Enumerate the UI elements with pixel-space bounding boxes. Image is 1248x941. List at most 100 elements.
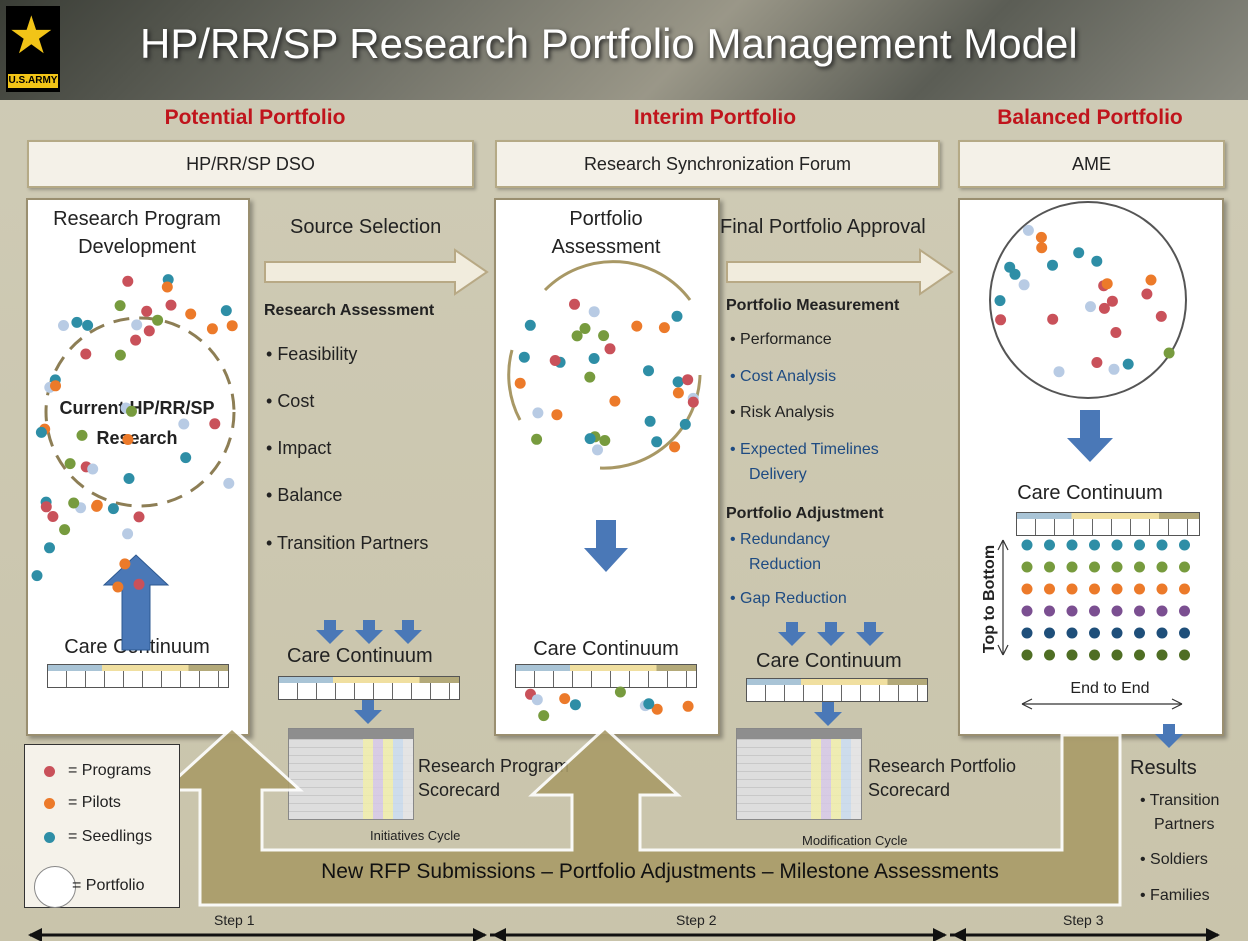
research-dot bbox=[31, 570, 43, 582]
research-dot bbox=[152, 314, 164, 326]
care-table-step1 bbox=[278, 676, 460, 700]
panel1-dashed-circle bbox=[44, 316, 236, 508]
bullet-performance: • Performance bbox=[730, 331, 832, 348]
portfolio-dot bbox=[658, 322, 670, 334]
research-dot bbox=[40, 501, 52, 513]
portfolio-dot bbox=[559, 693, 571, 705]
portfolio-dot bbox=[609, 395, 621, 407]
care-grid-dot bbox=[1179, 539, 1190, 551]
balanced-dot bbox=[1091, 255, 1103, 267]
care-grid-dot bbox=[1021, 583, 1033, 595]
research-dot bbox=[165, 299, 177, 311]
research-assessment-heading: Research Assessment bbox=[264, 302, 435, 319]
portfolio-dot bbox=[672, 387, 684, 399]
step1-down-arrows bbox=[316, 620, 422, 724]
balanced-dot bbox=[1145, 274, 1157, 286]
portfolio-dot bbox=[679, 418, 691, 430]
source-selection-label: Source Selection bbox=[290, 216, 442, 238]
balanced-dot bbox=[1036, 242, 1048, 254]
pilots-dot bbox=[44, 798, 55, 809]
portfolio-dot bbox=[579, 323, 591, 334]
result-partners: Partners bbox=[1154, 816, 1215, 833]
research-dot bbox=[126, 405, 137, 417]
portfolio-dot bbox=[598, 330, 610, 342]
header-banner bbox=[0, 0, 1248, 100]
bullet-impact: • Impact bbox=[266, 438, 332, 458]
care-grid-dot bbox=[1044, 649, 1055, 661]
bullet-delivery: Delivery bbox=[749, 466, 807, 483]
research-dot bbox=[226, 320, 238, 332]
research-dot bbox=[50, 380, 61, 392]
research-dot bbox=[76, 429, 88, 441]
research-dot bbox=[122, 275, 134, 287]
care-grid-dot bbox=[1111, 561, 1123, 573]
research-dot bbox=[122, 434, 134, 445]
care-grid-dot bbox=[1021, 605, 1033, 617]
portfolio-dot bbox=[671, 310, 683, 322]
body-forum: Research Synchronization Forum bbox=[495, 140, 940, 188]
research-dot bbox=[58, 320, 69, 331]
portfolio-dot bbox=[524, 319, 536, 331]
bullet-risk-analysis: • Risk Analysis bbox=[730, 404, 835, 421]
research-dot bbox=[131, 319, 143, 331]
final-approval-label: Final Portfolio Approval bbox=[720, 216, 926, 238]
portfolio-dot bbox=[532, 407, 544, 419]
portfolio-dot bbox=[531, 694, 543, 706]
research-dot bbox=[114, 300, 126, 312]
research-dot bbox=[180, 452, 192, 464]
care-grid-dot bbox=[1156, 627, 1168, 639]
research-portfolio-scorecard-image bbox=[736, 728, 862, 820]
care-grid-dot bbox=[1156, 605, 1168, 617]
research-dot bbox=[123, 473, 135, 484]
legend-portfolio: = Portfolio bbox=[72, 877, 145, 894]
balanced-dot bbox=[1101, 278, 1113, 290]
care-grid-dot bbox=[1066, 561, 1078, 573]
research-dot bbox=[68, 497, 80, 509]
panel2-care: Care Continuum bbox=[533, 638, 679, 660]
research-dot bbox=[220, 305, 232, 317]
portfolio-dot bbox=[592, 444, 603, 456]
care-grid-dot bbox=[1089, 649, 1100, 661]
care-grid-dot bbox=[1179, 627, 1190, 639]
care-grid-dot bbox=[1044, 605, 1055, 617]
research-dot bbox=[130, 334, 142, 346]
care-grid-dot bbox=[1066, 583, 1078, 595]
care-grid-dot bbox=[1066, 539, 1078, 551]
research-dot bbox=[44, 542, 55, 554]
bullet-gap-reduction: • Gap Reduction bbox=[730, 590, 847, 607]
panel3-portfolio-circle bbox=[989, 201, 1187, 399]
portfolio-dot bbox=[682, 700, 694, 712]
research-dot bbox=[185, 308, 197, 320]
care-grid-dot bbox=[1134, 649, 1145, 661]
research-dot bbox=[206, 323, 218, 335]
bullet-feasibility: • Feasibility bbox=[266, 344, 358, 364]
research-dot bbox=[141, 305, 153, 317]
portfolio-adjustment-heading: Portfolio Adjustment bbox=[726, 505, 884, 522]
care-table-1 bbox=[47, 664, 229, 688]
portfolio-measurement-heading: Portfolio Measurement bbox=[726, 297, 900, 314]
balanced-dot bbox=[1053, 366, 1065, 378]
balanced-dot bbox=[1106, 295, 1118, 307]
result-transition: • Transition bbox=[1140, 792, 1220, 809]
balanced-dot bbox=[1110, 327, 1122, 338]
bullet-cost-analysis: • Cost Analysis bbox=[730, 368, 837, 385]
research-dot bbox=[64, 458, 76, 470]
care-grid-dot bbox=[1134, 627, 1145, 639]
arrow-final-approval bbox=[726, 248, 954, 296]
panel2-title-1: Portfolio bbox=[569, 208, 643, 230]
care-grid-dot bbox=[1044, 627, 1055, 639]
care-grid-dot bbox=[1156, 649, 1168, 661]
star-icon: ★ bbox=[8, 7, 55, 65]
up-arrow-panel1 bbox=[102, 554, 170, 651]
research-dot bbox=[178, 418, 190, 430]
portfolio-dot bbox=[584, 433, 596, 445]
results-title: Results bbox=[1130, 757, 1197, 779]
research-dot bbox=[35, 426, 47, 438]
care-grid-dot bbox=[1089, 627, 1100, 639]
portfolio-dot bbox=[571, 330, 583, 342]
portfolio-circle-icon bbox=[34, 866, 76, 908]
down-arrow-panel3 bbox=[1067, 410, 1113, 462]
research-dot bbox=[87, 463, 99, 475]
balanced-dot bbox=[1098, 302, 1110, 314]
panel3-care: Care Continuum bbox=[1017, 482, 1163, 504]
